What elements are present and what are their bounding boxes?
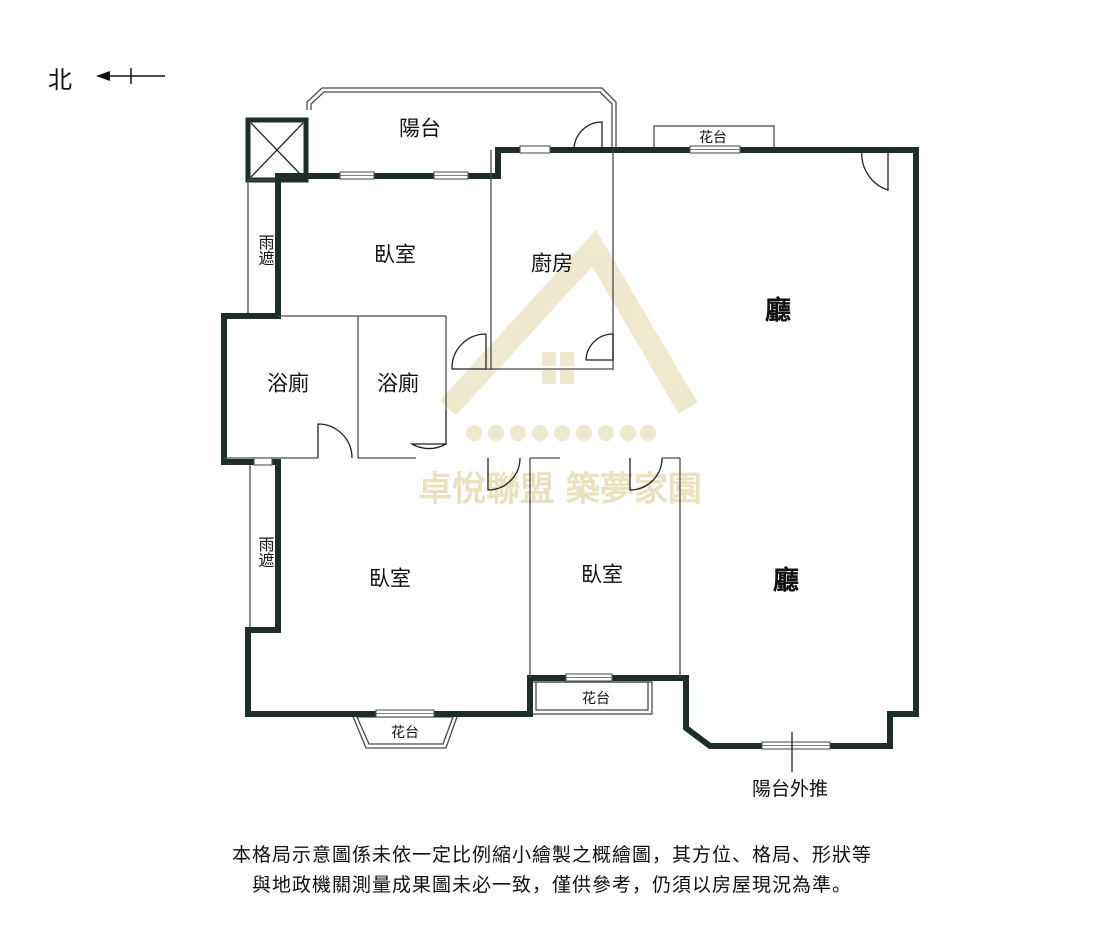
label-balcony-top: 陽台 bbox=[399, 117, 441, 141]
label-kitchen: 廚房 bbox=[531, 252, 573, 276]
floor-plan: 卓悅聯盟 築夢家園 bbox=[96, 68, 919, 800]
watermark-text: 卓悅聯盟 築夢家園 bbox=[418, 470, 702, 510]
duct-shaft bbox=[245, 117, 309, 183]
interior-walls bbox=[224, 150, 681, 678]
planter-bottom-middle-inner bbox=[535, 681, 649, 711]
north-label: 北 bbox=[48, 66, 72, 94]
disclaimer-line-1: 本格局示意圖係未依一定比例縮小繪製之概繪圖，其方位、格局、形狀等 bbox=[231, 844, 872, 866]
disclaimer-line-2: 與地政機關測量成果圖未必一致，僅供參考，仍須以房屋現況為準。 bbox=[251, 874, 852, 896]
label-bedroom-top: 臥室 bbox=[374, 243, 416, 267]
label-living-upper: 廳 bbox=[765, 295, 791, 326]
label-bedroom-bottom-middle: 臥室 bbox=[581, 563, 623, 587]
north-indicator: 北 bbox=[48, 60, 72, 95]
windows bbox=[253, 145, 831, 750]
disclaimer: 本格局示意圖係未依一定比例縮小繪製之概繪圖，其方位、格局、形狀等 與地政機關測量… bbox=[0, 840, 1104, 900]
label-rain-shelter-lower: 雨遮 bbox=[256, 536, 275, 568]
balcony-inner-outline bbox=[310, 91, 613, 148]
label-living-lower: 廳 bbox=[773, 565, 799, 596]
watermark-logo bbox=[439, 229, 698, 441]
balcony-outline bbox=[306, 87, 617, 148]
label-bath-left: 浴廁 bbox=[267, 372, 309, 396]
exterior-walls bbox=[221, 147, 919, 749]
label-bedroom-bottom-left: 臥室 bbox=[369, 567, 411, 591]
label-planter-bottom-middle: 花台 bbox=[582, 691, 610, 707]
label-rain-shelter-upper: 雨遮 bbox=[256, 234, 275, 266]
label-balcony-extension: 陽台外推 bbox=[752, 778, 828, 800]
label-planter-top: 花台 bbox=[699, 130, 727, 146]
door-arcs bbox=[317, 121, 889, 491]
label-planter-bottom-left: 花台 bbox=[391, 725, 419, 741]
label-bath-right: 浴廁 bbox=[377, 372, 419, 396]
north-arrow-icon bbox=[96, 68, 165, 84]
